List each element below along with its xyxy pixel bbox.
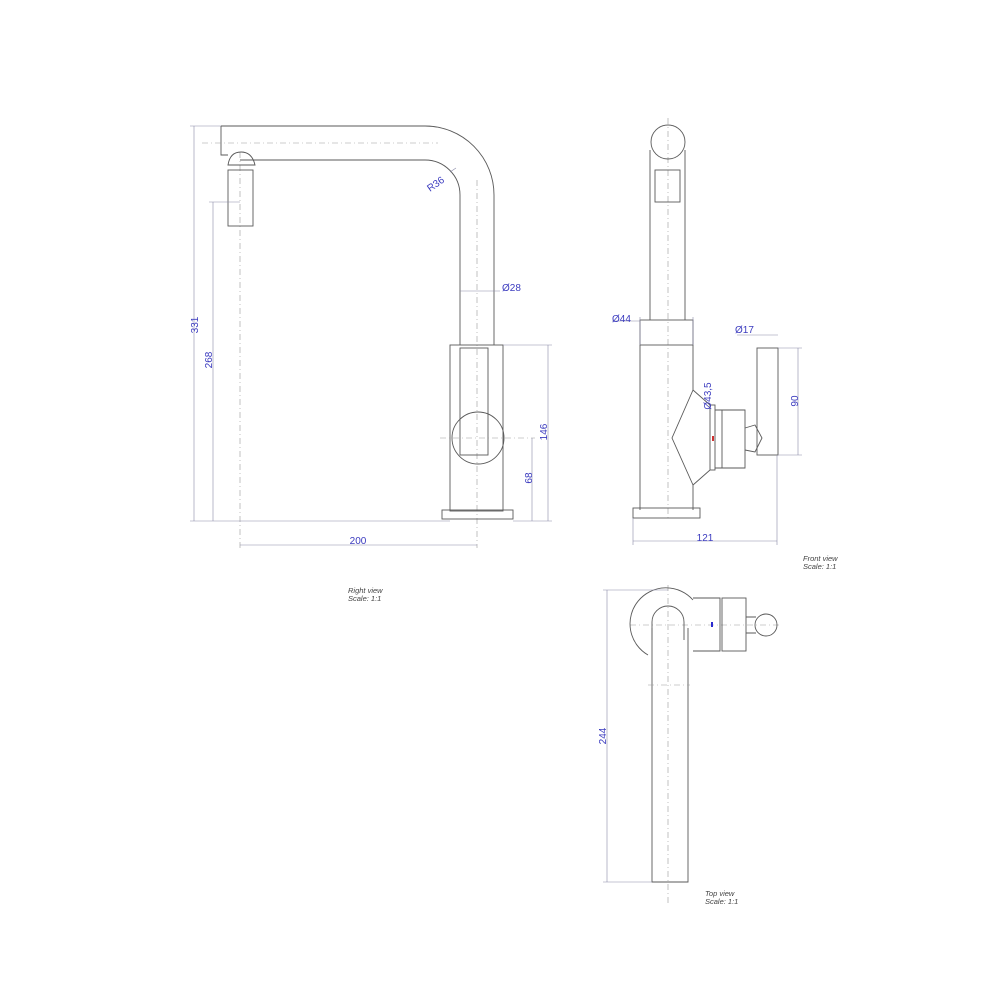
- dim-28-label: Ø28: [502, 283, 521, 294]
- body-circle: [629, 587, 694, 656]
- cartridge-cap: [715, 409, 746, 469]
- dim-90-label: 90: [790, 395, 801, 407]
- knob-stem: [746, 616, 756, 634]
- top-view: 244 Top view Scale: 1:1: [598, 585, 780, 906]
- handle-knob: [754, 613, 778, 637]
- spout-outer: [221, 125, 495, 345]
- cartridge-cone: [671, 389, 711, 486]
- dim-331: [190, 125, 450, 522]
- aerator: [227, 169, 254, 227]
- top-view-scale: Scale: 1:1: [705, 897, 738, 906]
- spout-head: [650, 124, 686, 160]
- dim-r36-label: R36: [425, 175, 447, 195]
- dim-268-label: 268: [204, 351, 215, 368]
- dim-44: [612, 317, 694, 345]
- right-view-scale: Scale: 1:1: [348, 594, 381, 603]
- dim-43-5-label: Ø43,5: [703, 382, 714, 410]
- dim-244: [603, 589, 668, 883]
- spout-tube: [651, 628, 689, 883]
- dim-200-label: 200: [350, 536, 367, 547]
- dim-68: [513, 438, 552, 522]
- base-plate: [441, 509, 514, 520]
- front-view: Ø44 Ø17 Ø43,5 90 121 Front view Scale: 1…: [612, 118, 838, 571]
- dim-244-label: 244: [598, 727, 609, 744]
- spout-bend: [651, 605, 685, 640]
- dim-268: [209, 201, 240, 521]
- lever: [756, 347, 779, 456]
- dim-331-label: 331: [190, 316, 201, 333]
- dim-r36-leader: [449, 167, 457, 173]
- body: [639, 345, 694, 510]
- dim-68-label: 68: [524, 472, 535, 484]
- handle-knob: [744, 424, 763, 453]
- spout-inner: [240, 159, 461, 345]
- dim-146: [503, 344, 552, 521]
- aerator-dome: [227, 151, 256, 166]
- front-view-scale: Scale: 1:1: [803, 562, 836, 571]
- lever: [459, 347, 489, 456]
- cartridge-ring: [709, 404, 716, 471]
- spout-tube: [649, 150, 686, 320]
- dim-44-label: Ø44: [612, 314, 631, 325]
- collar: [639, 319, 694, 346]
- front-view-caption: Front view: [803, 554, 838, 563]
- dim-121-label: 121: [697, 533, 714, 544]
- right-view-caption: Right view: [348, 586, 383, 595]
- base-plate: [632, 507, 701, 519]
- dim-90: [778, 347, 802, 456]
- right-view: 331 268 200 146 68 Ø28 R36 Right view Sc…: [190, 125, 552, 603]
- dim-17-label: Ø17: [735, 325, 754, 336]
- spout-end: [220, 126, 228, 156]
- body: [449, 344, 504, 512]
- dim-146-label: 146: [539, 423, 550, 440]
- cartridge-circle: [451, 411, 505, 465]
- cartridge: [693, 597, 721, 652]
- aerator: [654, 169, 681, 203]
- dim-121: [632, 455, 778, 545]
- top-view-caption: Top view: [705, 889, 735, 898]
- cartridge-cap: [721, 597, 747, 652]
